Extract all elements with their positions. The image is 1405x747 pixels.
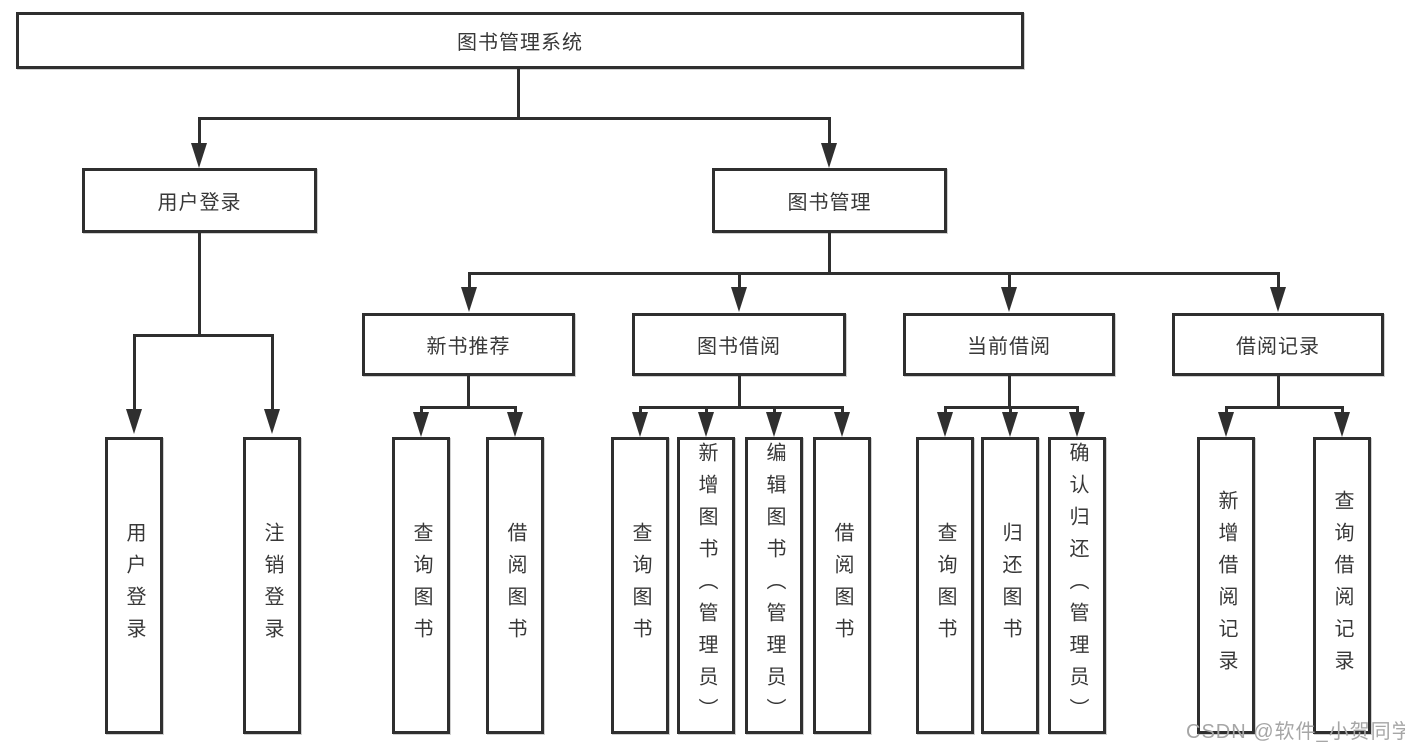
arrow-leaf8-icon	[834, 412, 850, 437]
connector-book-borrow-stem	[738, 274, 741, 288]
arrow-book-borrow-icon	[731, 287, 747, 312]
csdn-watermark: CSDN @软件_小贺同学	[1186, 721, 1405, 743]
arrow-leaf-user-login-icon	[126, 409, 142, 434]
leaf-add-borrow-record: 新增借阅记录	[1197, 437, 1255, 734]
connector-borrow-record-bar	[1225, 406, 1344, 409]
arrow-new-book-icon	[461, 287, 477, 312]
leaf-borrow-book: 借阅图书	[486, 437, 544, 734]
connector-leaf3-stem	[420, 406, 423, 415]
connector-leaf4-stem	[514, 406, 517, 415]
connector-leaf6-stem	[705, 406, 708, 415]
connector-user-login-down	[198, 233, 201, 336]
connector-current-borrow-down	[1008, 376, 1011, 408]
node-book-borrow: 图书借阅	[632, 313, 846, 376]
connector-book-borrow-down	[738, 376, 741, 408]
arrow-leaf11-icon	[1069, 412, 1085, 437]
arrow-leaf5-icon	[632, 412, 648, 437]
arrow-current-borrow-icon	[1001, 287, 1017, 312]
leaf-return-book: 归还图书	[981, 437, 1039, 734]
leaf-query-book-3: 查询图书	[916, 437, 974, 734]
arrow-borrow-record-icon	[1270, 287, 1286, 312]
connector-book-borrow-bar	[639, 406, 844, 409]
arrow-leaf9-icon	[937, 412, 953, 437]
leaf-query-book: 查询图书	[392, 437, 450, 734]
arrow-leaf13-icon	[1334, 412, 1350, 437]
connector-leaf10-stem	[1009, 406, 1012, 415]
connector-book-management-stem	[828, 118, 831, 145]
connector-leaf-user-login-stem	[133, 336, 136, 411]
arrow-leaf12-icon	[1218, 412, 1234, 437]
connector-user-login-bar	[133, 334, 274, 337]
leaf-logout-login: 注销登录	[243, 437, 301, 734]
leaf-query-borrow-record: 查询借阅记录	[1313, 437, 1371, 734]
connector-leaf5-stem	[639, 406, 642, 415]
arrow-leaf10-icon	[1002, 412, 1018, 437]
leaf-confirm-return-admin: 确认归还（管理员）	[1048, 437, 1106, 734]
arrow-leaf4-icon	[507, 412, 523, 437]
connector-leaf7-stem	[773, 406, 776, 415]
arrow-leaf7-icon	[766, 412, 782, 437]
node-user-login: 用户登录	[82, 168, 317, 233]
connector-user-login-stem	[198, 118, 201, 145]
connector-new-book-bar	[420, 406, 517, 409]
arrow-leaf3-icon	[413, 412, 429, 437]
connector-level3-bar	[468, 272, 1280, 275]
connector-root-stem	[517, 68, 520, 118]
connector-book-management-down	[828, 233, 831, 274]
arrow-leaf6-icon	[698, 412, 714, 437]
connector-current-borrow-stem	[1008, 274, 1011, 288]
connector-leaf13-stem	[1341, 406, 1344, 415]
connector-leaf11-stem	[1076, 406, 1079, 415]
connector-new-book-down	[467, 376, 470, 408]
connector-level2-bar	[198, 117, 831, 120]
connector-borrow-record-down	[1277, 376, 1280, 408]
connector-new-book-stem	[468, 274, 471, 288]
connector-leaf12-stem	[1225, 406, 1228, 415]
node-current-borrow: 当前借阅	[903, 313, 1115, 376]
connector-leaf9-stem	[944, 406, 947, 415]
leaf-borrow-book-2: 借阅图书	[813, 437, 871, 734]
connector-leaf-logout-stem	[271, 336, 274, 411]
arrow-leaf-logout-icon	[264, 409, 280, 434]
arrow-book-management-icon	[821, 143, 837, 168]
connector-borrow-record-stem	[1277, 274, 1280, 288]
arrow-user-login-icon	[191, 143, 207, 168]
leaf-edit-book-admin: 编辑图书（管理员）	[745, 437, 803, 734]
connector-leaf8-stem	[841, 406, 844, 415]
leaf-query-book-2: 查询图书	[611, 437, 669, 734]
node-borrow-record: 借阅记录	[1172, 313, 1384, 376]
node-new-book-recommend: 新书推荐	[362, 313, 575, 376]
node-root: 图书管理系统	[16, 12, 1024, 69]
leaf-user-login: 用户登录	[105, 437, 163, 734]
leaf-add-book-admin: 新增图书（管理员）	[677, 437, 735, 734]
node-book-management: 图书管理	[712, 168, 947, 233]
